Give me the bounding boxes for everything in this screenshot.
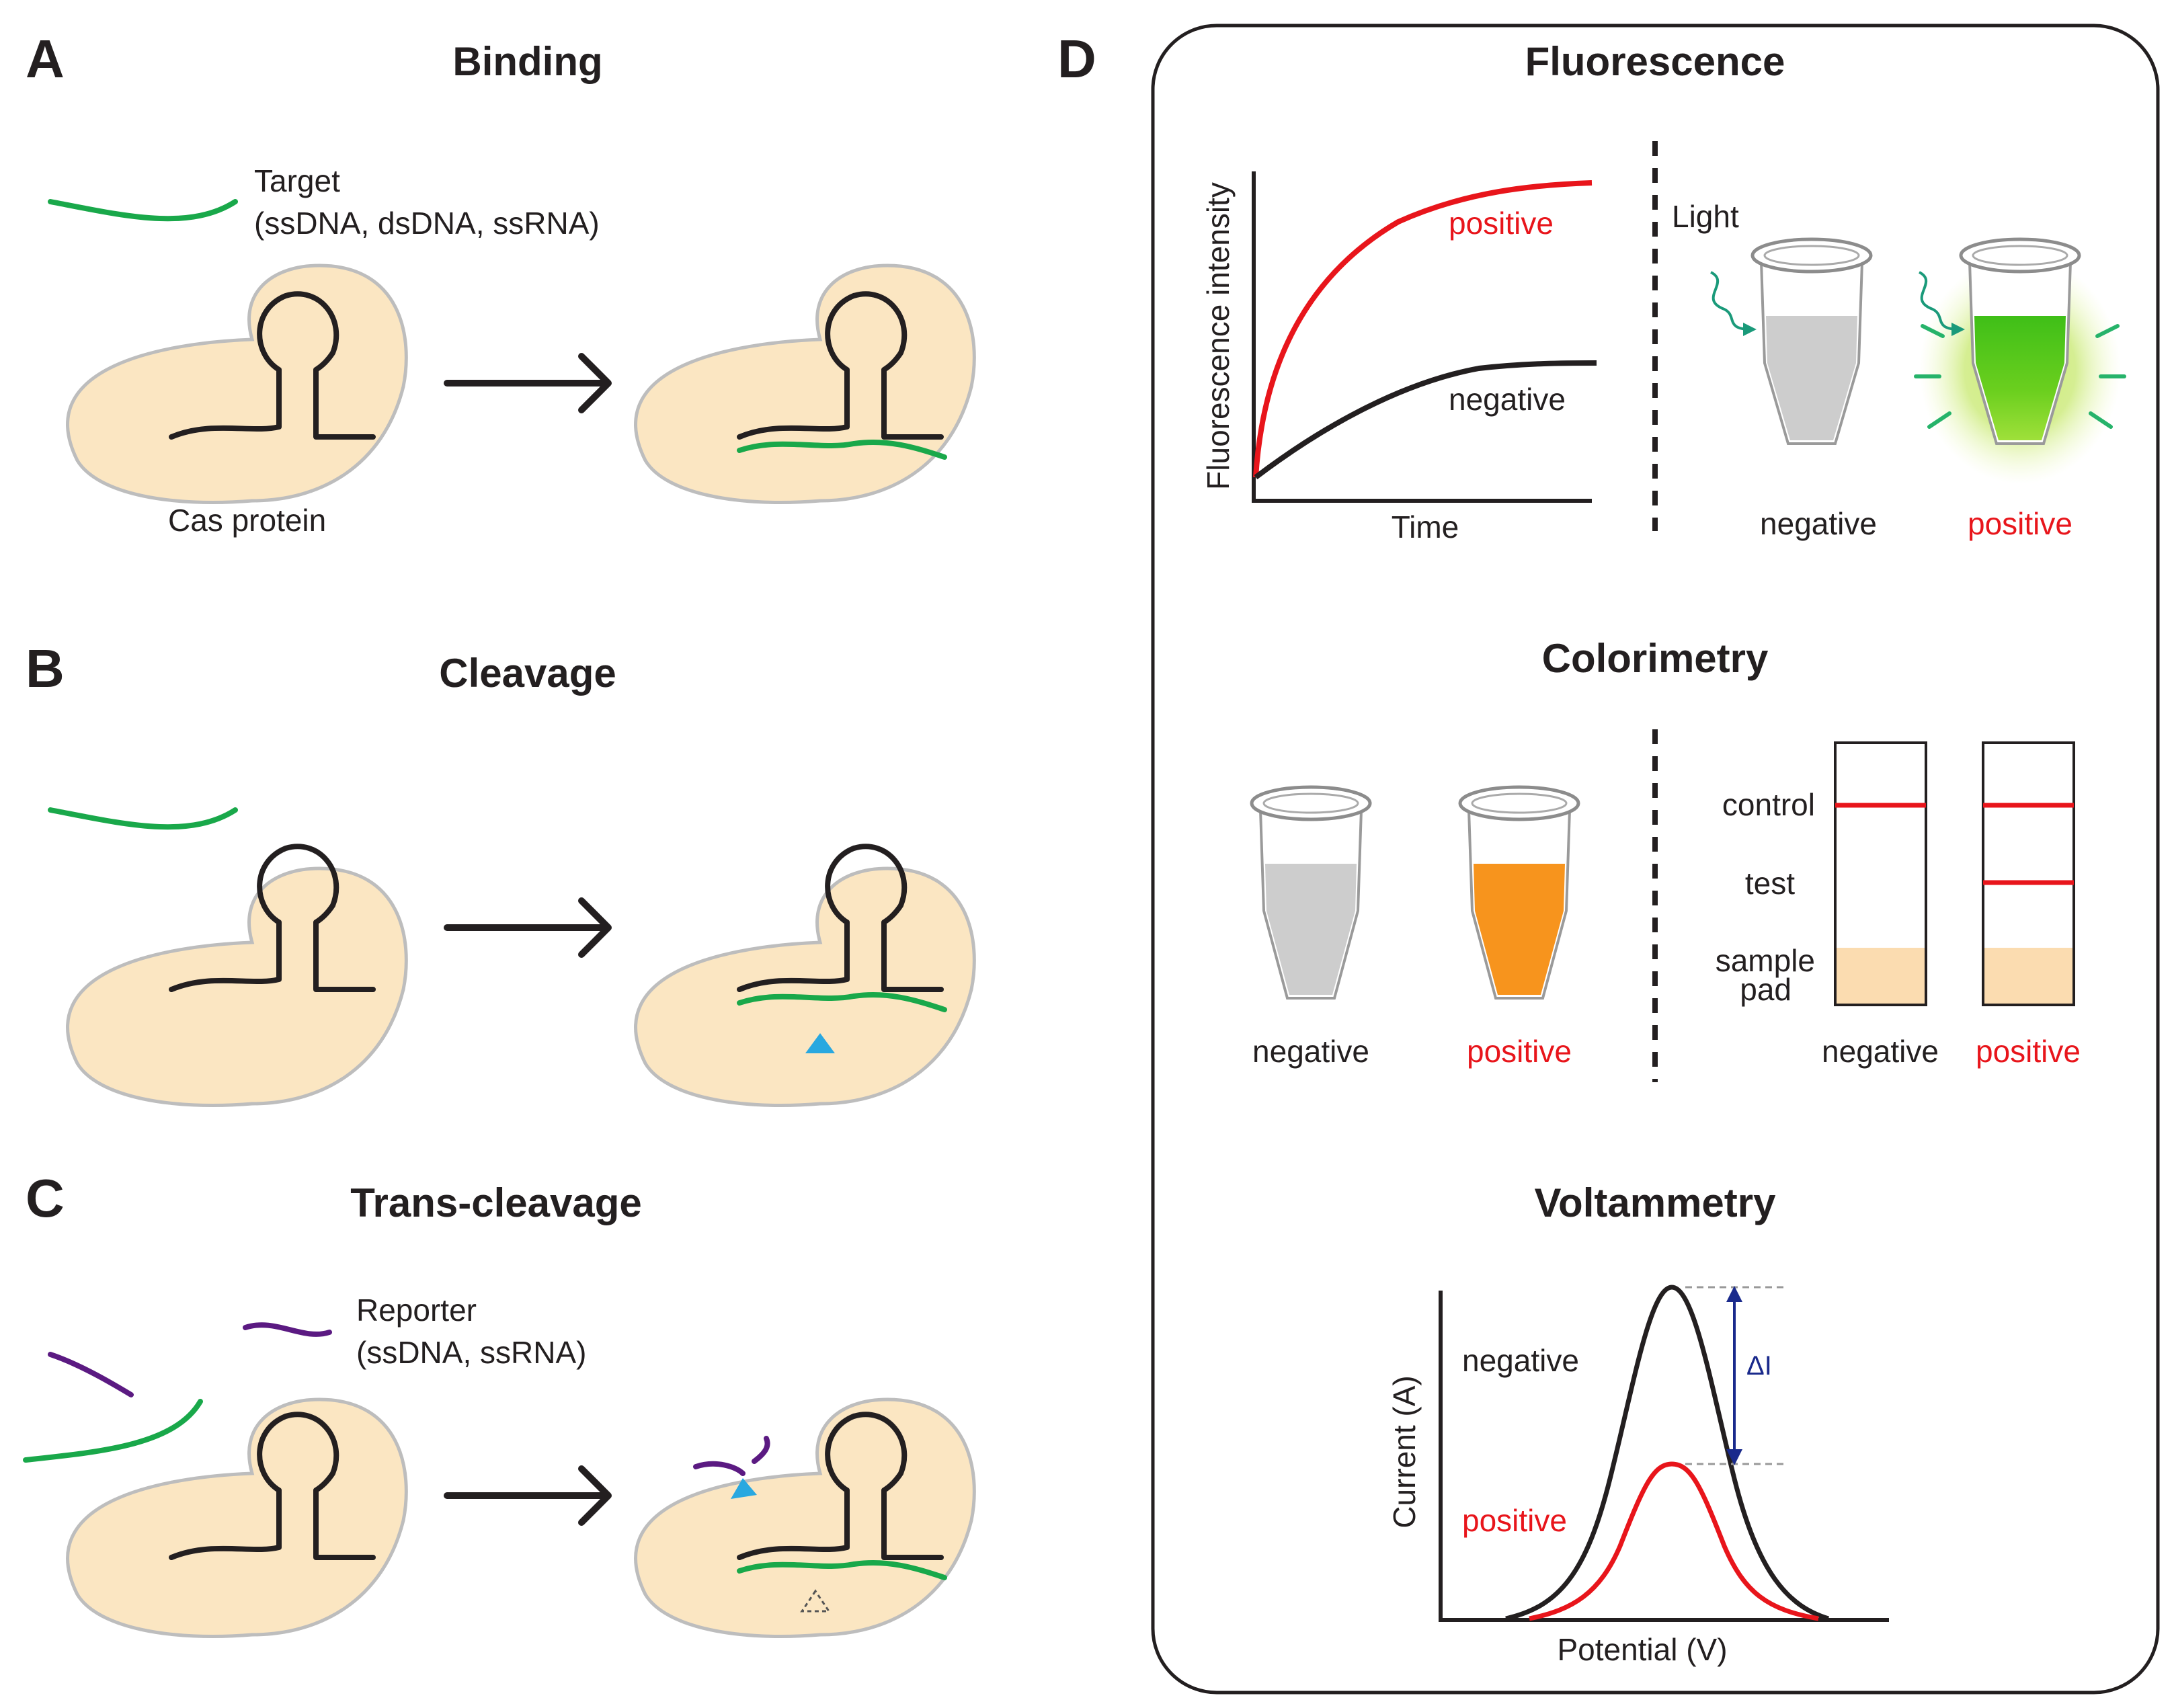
panel-b-letter: B	[26, 639, 65, 698]
panel-d: D Fluorescence Fluorescence intensity Ti…	[1057, 24, 2160, 1695]
light-wave-icon	[1918, 271, 1965, 336]
panel-b-title: Cleavage	[439, 651, 616, 696]
positive-curve	[1253, 180, 1593, 478]
colorimetry-tube-negative-label: negative	[1252, 1034, 1369, 1069]
positive-peak	[1529, 1461, 1819, 1621]
voltammetry-ylabel: Current (A)	[1387, 1375, 1422, 1528]
cleaved-reporter	[752, 1436, 770, 1464]
fluorescence-plot: Fluorescence intensity Time positive neg…	[1201, 171, 1597, 544]
voltammetry-positive-label: positive	[1462, 1503, 1567, 1538]
cas-protein-right	[636, 1399, 975, 1637]
cas-protein-left	[68, 266, 407, 503]
trans-cleavage-site-icon	[731, 1478, 757, 1499]
colorimetry-tube-positive	[1458, 785, 1580, 1000]
reporter-type-label: (ssDNA, ssRNA)	[356, 1335, 586, 1370]
cas-protein-left	[68, 1399, 407, 1637]
panel-a-letter: A	[26, 29, 65, 89]
sample-pad-label: sample	[1716, 943, 1815, 978]
tube-positive	[1914, 237, 2126, 484]
cleaved-reporter	[693, 1461, 746, 1476]
lateral-flow-strip-positive	[1982, 741, 2075, 1006]
voltammetry-axes	[1439, 1291, 1889, 1622]
test-line-label: test	[1745, 866, 1795, 901]
fluorescence-xlabel: Time	[1392, 510, 1459, 544]
reporter-strand	[243, 1322, 332, 1337]
target-label: Target	[254, 163, 340, 198]
light-label: Light	[1672, 199, 1739, 234]
target-strand	[48, 199, 238, 222]
fluorescent-liquid	[1974, 316, 2066, 440]
sample-pad-label-2: pad	[1740, 972, 1791, 1007]
cleavage-site-icon	[805, 1033, 835, 1053]
negative-curve	[1254, 360, 1597, 480]
voltammetry-xlabel: Potential (V)	[1557, 1632, 1727, 1667]
arrow-b	[444, 897, 612, 958]
strip-negative-label: negative	[1822, 1034, 1939, 1069]
reporter-strand	[48, 1352, 134, 1397]
panel-c-letter: C	[26, 1168, 65, 1228]
cas-protein-right	[636, 844, 975, 1105]
colorimetry-section: Colorimetry negative positive control te…	[1250, 636, 2081, 1082]
panel-a-title: Binding	[452, 39, 602, 84]
liquid	[1766, 316, 1857, 440]
panel-b: B Cleavage	[26, 639, 974, 1106]
positive-curve-label: positive	[1449, 206, 1554, 241]
colorimetry-tube-negative	[1250, 785, 1372, 1000]
guide-rna-hairpin	[169, 291, 376, 440]
cas-protein-right	[636, 266, 975, 503]
delta-current-label: ΔI	[1746, 1351, 1772, 1381]
colorimetry-tube-positive-label: positive	[1467, 1034, 1572, 1069]
panel-c-title: Trans-cleavage	[350, 1180, 642, 1225]
panel-a: A Binding Target (ssDNA, dsDNA, ssRNA) C…	[26, 29, 974, 538]
bound-target	[737, 992, 947, 1012]
panel-c: C Trans-cleavage Reporter (ssDNA, ssRNA)	[23, 1168, 975, 1637]
fluorescence-title: Fluorescence	[1525, 39, 1785, 84]
panel-d-frame	[1151, 24, 2160, 1695]
negative-curve-label: negative	[1449, 382, 1566, 417]
control-line-label: control	[1722, 787, 1815, 822]
tube-positive-label: positive	[1968, 506, 2072, 541]
light-wave-icon	[1709, 271, 1757, 336]
negative-peak	[1505, 1285, 1830, 1621]
bound-target	[737, 440, 947, 460]
lateral-flow-strip-negative	[1834, 741, 1927, 1006]
sample-pad	[1984, 948, 2072, 1004]
tube-negative-label: negative	[1760, 506, 1877, 541]
bound-target	[737, 1560, 947, 1580]
sample-pad	[1837, 948, 1925, 1004]
arrow-a	[444, 353, 612, 413]
colorimetry-title: Colorimetry	[1542, 636, 1769, 681]
tube-negative	[1709, 237, 1873, 445]
voltammetry-section: Voltammetry Current (A) Potential (V) ΔI…	[1387, 1180, 1889, 1667]
target-strand	[48, 807, 238, 830]
liquid	[1265, 864, 1357, 995]
arrow-c	[444, 1465, 612, 1526]
emission-rays-icon	[1914, 324, 2126, 429]
voltammetry-negative-label: negative	[1462, 1343, 1579, 1378]
voltammetry-title: Voltammetry	[1534, 1180, 1776, 1225]
guide-rna-hairpin	[169, 844, 376, 992]
voltammetry-plot: Current (A) Potential (V) ΔI negative po…	[1387, 1285, 1889, 1667]
cas-protein-label: Cas protein	[168, 503, 326, 538]
inactive-cleavage-site-icon	[800, 1589, 831, 1613]
cas-protein-left	[68, 844, 407, 1105]
fluorescence-ylabel: Fluorescence intensity	[1201, 182, 1236, 490]
guide-rna-hairpin	[169, 1412, 376, 1560]
target-strand	[23, 1399, 203, 1463]
colored-liquid	[1474, 864, 1565, 995]
fluorescence-axes	[1252, 171, 1592, 503]
panel-d-letter: D	[1057, 29, 1096, 89]
fluorescence-section: Fluorescence Fluorescence intensity Time…	[1201, 39, 2126, 544]
reporter-label: Reporter	[356, 1293, 477, 1328]
strip-positive-label: positive	[1976, 1034, 2081, 1069]
target-type-label: (ssDNA, dsDNA, ssRNA)	[254, 206, 600, 241]
